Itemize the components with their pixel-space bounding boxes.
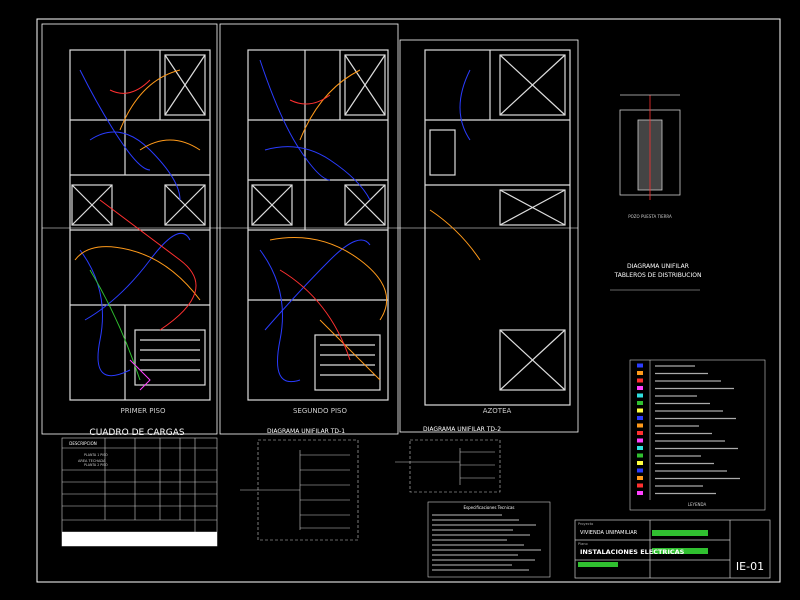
- legend-symbol: [637, 431, 643, 435]
- legend-symbol: [637, 446, 643, 450]
- td2-diagram: [395, 439, 501, 493]
- legend-symbol: [637, 401, 643, 405]
- specs-lines: [432, 514, 541, 571]
- plan-2-wiring: [259, 59, 388, 382]
- plan-3-walls: [424, 49, 571, 406]
- legend-symbol: [637, 416, 643, 420]
- title-block: [574, 519, 771, 579]
- specs-box: [427, 501, 551, 578]
- legend-symbol: [637, 423, 643, 428]
- plan-3-wiring: [429, 69, 481, 261]
- legend-symbol: [637, 408, 643, 413]
- legend-symbol: [637, 363, 643, 368]
- sheet-frame: [36, 18, 781, 583]
- load-row-planta1: PLANTA 1 PISO: [84, 453, 108, 457]
- unifilar-title-1: DIAGRAMA UNIFILAR: [627, 263, 689, 270]
- load-row-planta2: PLANTA 2 PISO: [84, 463, 108, 467]
- specs-title: Especificaciones Tecnicas: [463, 505, 514, 510]
- plan-title-3: AZOTEA: [483, 407, 512, 415]
- legend-symbol: [637, 371, 643, 375]
- legend-symbol: [637, 461, 643, 465]
- sheet-code: IE-01: [736, 560, 764, 573]
- unifilar-title-2: TABLEROS DE DISTRIBUCION: [614, 272, 702, 279]
- project-name: VIVIENDA UNIFAMILIAR: [580, 530, 638, 536]
- legend-symbol: [637, 468, 643, 473]
- diag-td1-title: DIAGRAMA UNIFILAR TD-1: [267, 428, 345, 435]
- load-table-header-desc: DESCRIPCION: [69, 441, 96, 446]
- legend-symbol: [637, 393, 643, 398]
- legend-symbol: [637, 438, 643, 443]
- project-label: Proyecto: [578, 522, 593, 526]
- legend-symbol: [637, 476, 643, 480]
- plan-2-walls: [247, 49, 389, 401]
- load-row-area: AREA TECHADA: [78, 459, 106, 463]
- plan-name: INSTALACIONES ELECTRICAS: [580, 548, 685, 556]
- plan-label: Plano: [578, 542, 588, 546]
- legend-table: [629, 359, 766, 511]
- legend-rows: [637, 363, 740, 495]
- plan-1-wiring: [74, 69, 201, 391]
- pozo-label: POZO PUESTA TIERRA: [628, 214, 672, 219]
- plan-frame-3: [399, 39, 579, 433]
- pozo-tierra-detail: [619, 94, 681, 200]
- plan-title-1: PRIMER PISO: [121, 407, 166, 415]
- diag-td2-title: DIAGRAMA UNIFILAR TD-2: [423, 426, 501, 433]
- td1-diagram: [240, 439, 359, 541]
- legend-title: LEYENDA: [688, 502, 707, 507]
- cuadro-title: CUADRO DE CARGAS: [89, 428, 184, 438]
- legend-symbol: [637, 483, 643, 488]
- legend-symbol: [637, 491, 643, 495]
- plan-frame-1: [41, 23, 218, 435]
- legend-symbol: [637, 378, 643, 383]
- legend-symbol: [637, 386, 643, 390]
- plan-frame-2: [219, 23, 399, 435]
- plan-title-2: SEGUNDO PISO: [293, 407, 348, 415]
- load-table: [61, 437, 218, 547]
- plan-1-walls: [69, 49, 211, 401]
- legend-symbol: [637, 453, 643, 458]
